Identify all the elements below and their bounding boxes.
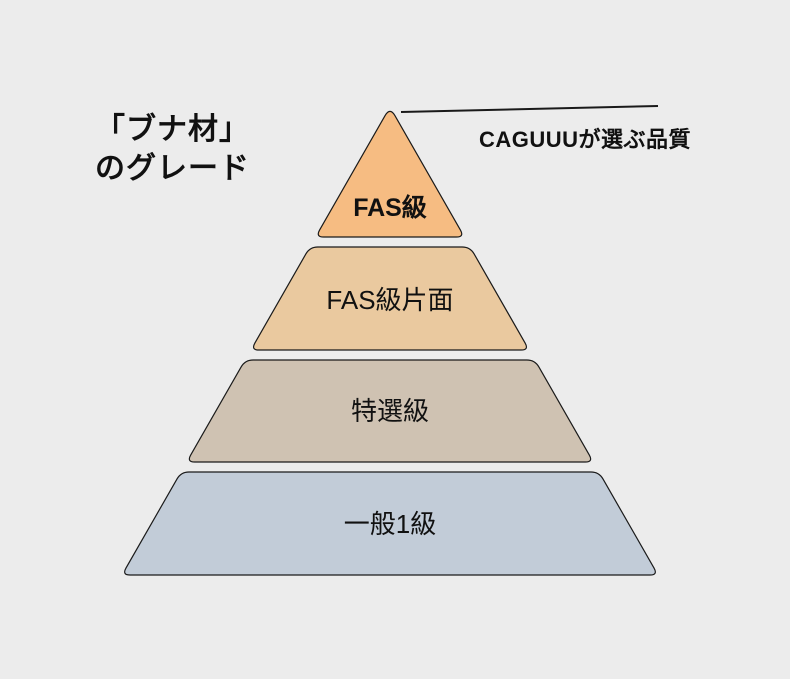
diagram-title: 「ブナ材」 のグレード	[95, 110, 250, 188]
pyramid-tier-premium	[188, 359, 592, 463]
pyramid-tier-fas	[317, 110, 463, 238]
pyramid-tier-general-first	[124, 471, 656, 576]
title-line-2: のグレード	[95, 152, 250, 185]
annotation-leader-line	[400, 105, 659, 113]
tier-fas-label: FAS級	[353, 193, 427, 222]
quality-annotation-label: CAGUUUが選ぶ品質	[479, 127, 692, 152]
pyramid-tier-fas-single-face	[252, 246, 528, 351]
tier-general-first-label: 一般1級	[344, 509, 436, 539]
title-line-1: 「ブナ材」	[95, 113, 250, 146]
tier-premium-label: 特選級	[351, 396, 429, 426]
tier-fas-single-face-label: FAS級片面	[326, 285, 453, 315]
